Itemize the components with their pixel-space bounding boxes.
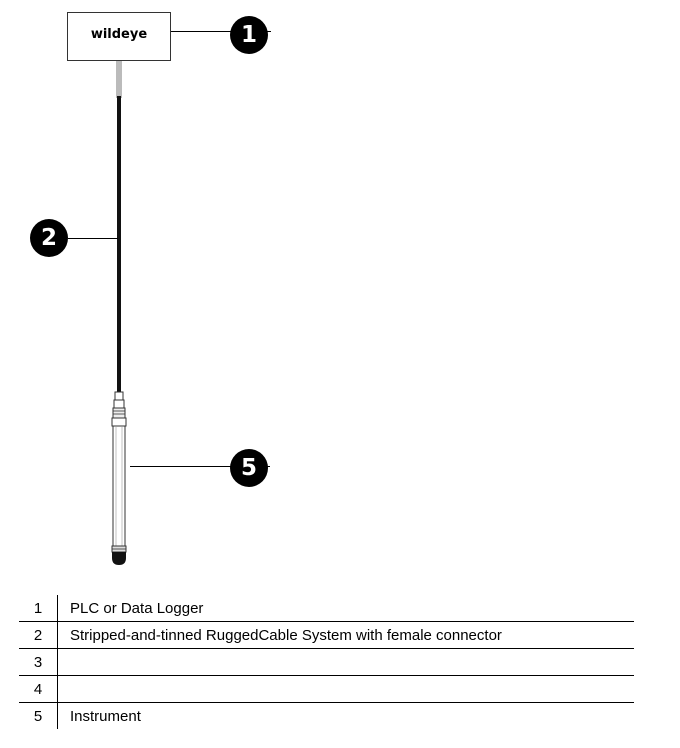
callout-number: 5 (240, 455, 257, 481)
row-description: Instrument (70, 707, 141, 725)
row-number: 2 (19, 621, 58, 649)
cable (117, 96, 121, 394)
callout-badge-2: 2 (30, 219, 68, 257)
table-row: 5 Instrument (19, 702, 634, 729)
row-number: 5 (19, 702, 58, 729)
row-description (57, 648, 634, 676)
row-number: 1 (19, 595, 58, 622)
row-number: 4 (19, 675, 58, 703)
legend-table: 1 PLC or Data Logger 2 Stripped-and-tinn… (19, 595, 634, 729)
table-row: 2 Stripped-and-tinned RuggedCable System… (19, 621, 634, 649)
data-logger-box: wildeye (67, 12, 171, 61)
row-description (57, 675, 634, 703)
cable-and-instrument-drawing (111, 61, 127, 565)
system-diagram: wildeye (30, 12, 271, 565)
logger-label: wildeye (90, 27, 148, 42)
row-number: 3 (19, 648, 58, 676)
leader-line-1 (171, 31, 271, 32)
row-description: PLC or Data Logger (57, 595, 634, 622)
instrument-body (111, 417, 127, 565)
callout-badge-1: 1 (230, 16, 268, 54)
female-connector (112, 391, 126, 419)
table-row: 4 (19, 675, 634, 703)
row-description: Stripped-and-tinned RuggedCable System w… (57, 621, 634, 649)
table-row: 3 (19, 648, 634, 676)
stripped-wire-ends (116, 61, 122, 98)
leader-line-2 (68, 238, 118, 239)
callout-number: 2 (40, 225, 57, 251)
leader-line-5 (130, 466, 270, 467)
callout-number: 1 (240, 22, 257, 48)
table-row: 1 PLC or Data Logger (19, 595, 634, 622)
callout-badge-5: 5 (230, 449, 268, 487)
